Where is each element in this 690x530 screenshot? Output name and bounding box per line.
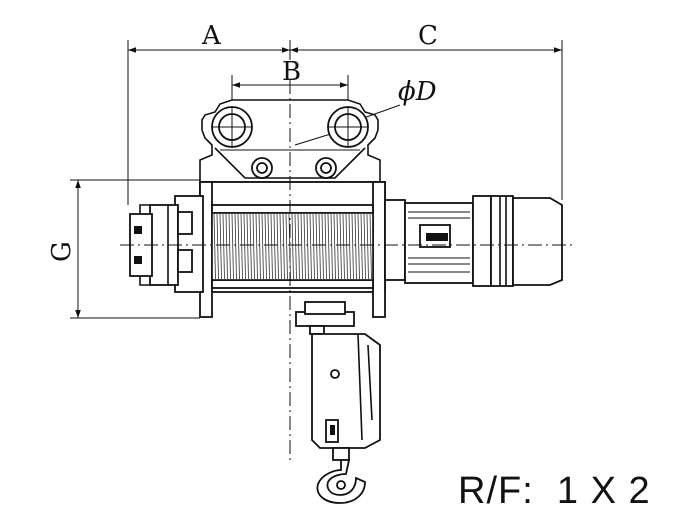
dim-b-label: B <box>282 57 301 87</box>
trolley-bolts <box>251 157 337 179</box>
dim-g-label: G <box>47 241 77 262</box>
centre-lines <box>120 80 575 460</box>
trolley-wheel-right <box>327 106 369 148</box>
dim-a-label: A <box>201 21 222 51</box>
rope-drum <box>199 181 386 318</box>
hook-block <box>295 301 381 461</box>
hoist-motor <box>384 195 563 287</box>
dim-c-label: C <box>418 21 438 51</box>
trolley-wheel-left <box>211 106 253 148</box>
dim-d-label: ϕD <box>398 77 437 107</box>
left-gearbox <box>129 195 204 293</box>
scale-ratio-label: R/F: 1 X 2 <box>458 470 651 512</box>
load-hook <box>316 459 366 504</box>
